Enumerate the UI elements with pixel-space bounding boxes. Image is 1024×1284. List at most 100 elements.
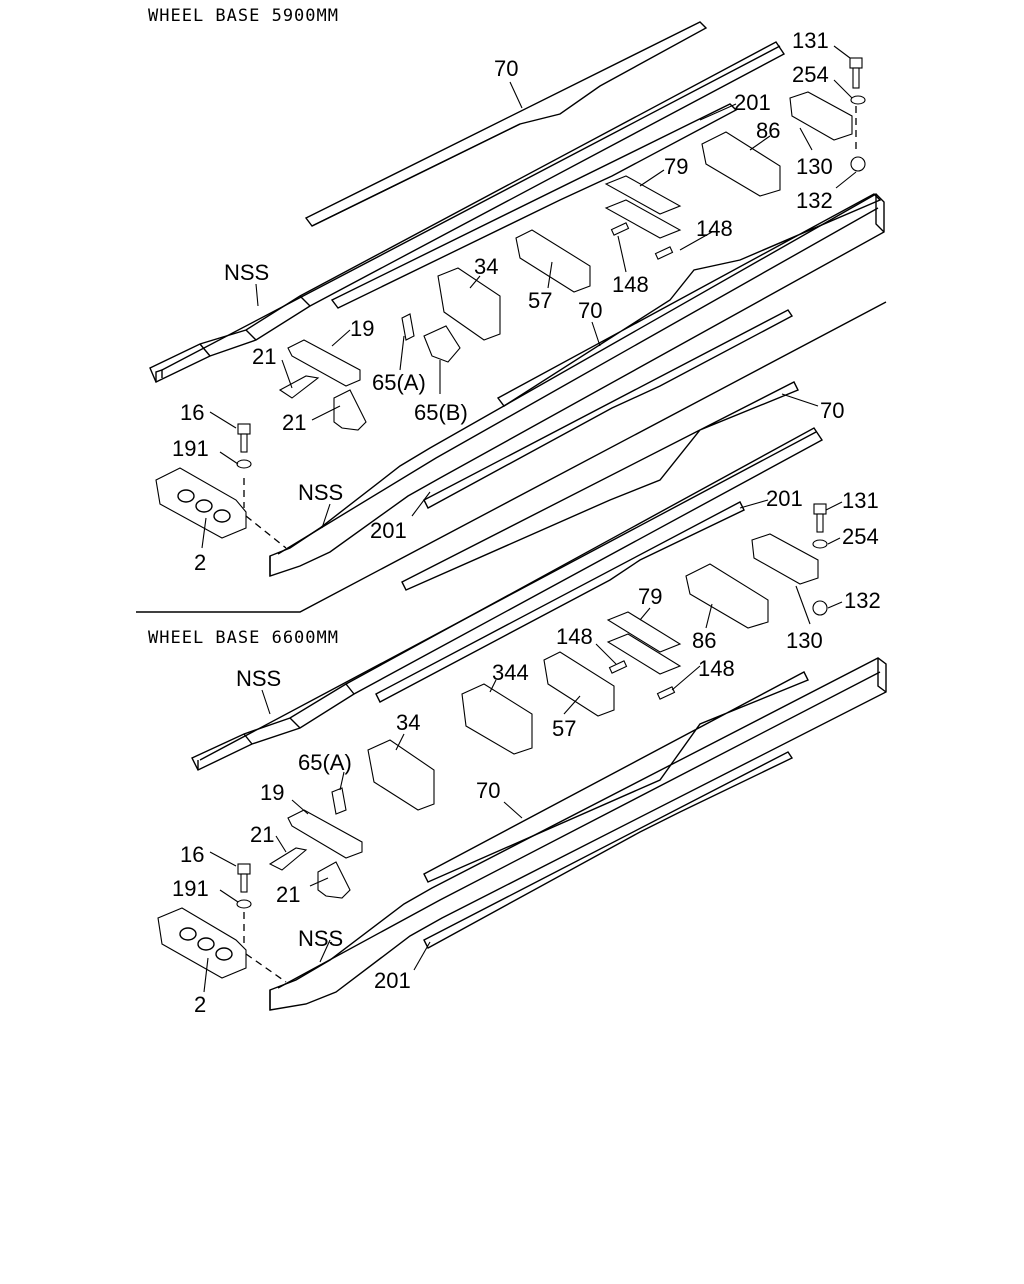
plate-148-bottom-a [608,660,628,674]
callout-label: 86 [692,628,717,653]
callout-label: 19 [260,780,285,805]
plate-79-top-a [604,175,682,215]
reinforcement-70-bottom-a [375,501,745,703]
callout-label: 130 [796,154,833,179]
plate-65a-top [401,313,415,341]
reinforcement-70-top-c [401,381,799,591]
callout-label: 2 [194,992,207,1017]
callout-label: 201 [734,90,771,115]
callout-label: 132 [796,188,833,213]
crossmember-86-top [701,131,781,197]
leader-lines-top [201,45,857,549]
callout-label: 65(A) [372,370,426,395]
callout-label: 34 [396,710,421,735]
callout-label: 34 [474,254,499,279]
callout-label: 21 [282,410,307,435]
bracket-21-top-b [333,389,367,431]
nut-132-bottom [812,600,828,616]
crossmember-130-bottom [751,533,819,585]
callout-label: 65(A) [298,750,352,775]
callout-label: 19 [350,316,375,341]
callout-label: 344 [492,660,529,685]
section-heading-bottom: WHEEL BASE 6600MM [148,628,339,648]
callout-label: 148 [556,624,593,649]
assembly-line-top [243,478,287,549]
plate-79-top-b [604,199,682,239]
callout-label: NSS [298,926,344,951]
side-rail-upper [149,41,786,383]
bolt-131-bottom [813,503,827,533]
plate-79-bottom-a [606,611,682,653]
callout-label: 191 [172,876,209,901]
callout-label: 16 [180,842,205,867]
callout-label: 70 [820,398,845,423]
bolt-131-top [849,57,863,89]
callout-label: 201 [374,968,411,993]
crossmember-344-bottom [461,683,533,755]
callout-label: 131 [842,488,879,513]
bolt-16-bottom [237,863,251,893]
callout-label: 201 [766,486,803,511]
crossmember-130-top [789,91,853,141]
bolt-16-top [237,423,251,453]
front-crossmember-2-bottom [157,907,247,979]
callout-label: 70 [476,778,501,803]
callout-label: 148 [612,272,649,297]
side-rail-lower-b [269,657,887,1011]
callout-label: 131 [792,28,829,53]
assembly-line-bottom [243,912,287,983]
callout-label: NSS [298,480,344,505]
callout-label: 254 [842,524,879,549]
plate-65a-bottom [331,787,347,815]
side-rail-upper-b [191,427,824,771]
bracket-21-top-a [278,375,320,399]
section-heading-top: WHEEL BASE 5900MM [148,6,339,26]
washer-254-top [850,95,866,105]
callout-label: 65(B) [414,400,468,425]
callout-label: 57 [552,716,577,741]
crossmember-86-bottom [685,563,769,629]
crossmember-57-top [515,229,591,293]
crossmember-34-top [437,267,501,341]
reinforcement-201-top-a [330,103,738,309]
washer-191-bottom [236,899,252,909]
callout-label: 86 [756,118,781,143]
callout-label: 148 [698,656,735,681]
reinforcement-70-top-a [304,21,708,227]
nut-132-top [850,156,866,172]
section-divider [136,301,887,613]
plate-65b-top [423,325,461,363]
reinforcement-70-top-b [496,193,882,407]
callout-label: NSS [224,260,270,285]
crossmember-57-bottom [543,651,615,717]
plate-148-top-b [654,246,674,260]
bracket-21-bottom-a [268,847,308,871]
reinforcement-70-bottom-b [423,671,809,883]
callout-label: 21 [250,822,275,847]
callout-label: 79 [664,154,689,179]
callout-label: 70 [578,298,603,323]
callout-label: 132 [844,588,881,613]
bracket-21-bottom-b [317,861,351,899]
callout-label: 148 [696,216,733,241]
callout-label: 70 [494,56,519,81]
plate-148-top-a [610,222,630,236]
washer-191-top [236,459,252,469]
callout-label: 16 [180,400,205,425]
callout-label: NSS [236,666,282,691]
callout-label: 79 [638,584,663,609]
callout-label: 130 [786,628,823,653]
plate-79-bottom-b [606,633,682,675]
leader-lines-bottom [203,499,843,993]
callout-label: 21 [252,344,277,369]
callout-label: 201 [370,518,407,543]
crossmember-34-bottom [367,739,435,811]
reinforcement-201-bottom [423,751,794,949]
callout-label: 2 [194,550,207,575]
plate-148-bottom-b [656,686,676,700]
reinforcement-201-top-b [423,309,794,509]
callout-label: 21 [276,882,301,907]
side-rail-lower [269,193,885,577]
